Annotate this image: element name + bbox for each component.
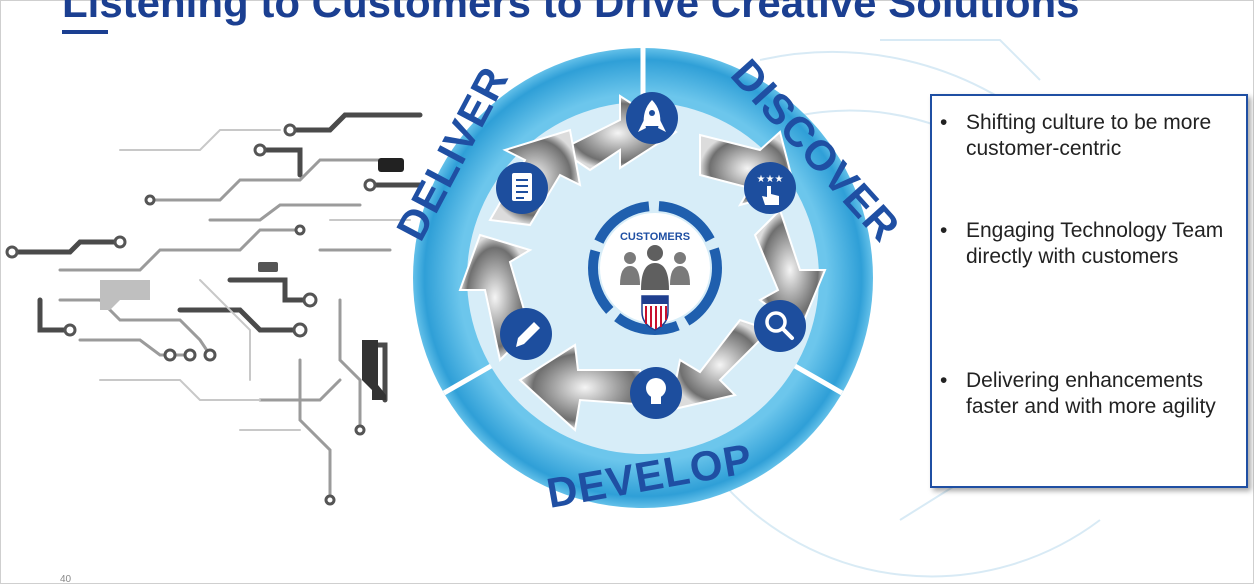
arrow-segment-5 bbox=[518, 343, 652, 432]
bullet-marker: • bbox=[940, 111, 948, 134]
circuit-blocks bbox=[100, 158, 404, 400]
bullet-text: Delivering enhancements faster and with … bbox=[966, 369, 1216, 418]
bullet-item: • Delivering enhancements faster and wit… bbox=[940, 368, 1230, 420]
lightbulb-icon bbox=[630, 367, 682, 419]
bullet-item: • Engaging Technology Team directly with… bbox=[940, 218, 1230, 270]
bullet-text: Engaging Technology Team directly with c… bbox=[966, 219, 1224, 268]
bullet-item: • Shifting culture to be more customer-c… bbox=[940, 110, 1230, 162]
union-pacific-shield-logo bbox=[641, 295, 669, 331]
bullet-marker: • bbox=[940, 219, 948, 242]
magnifier-icon bbox=[754, 300, 806, 352]
svg-text:★★★: ★★★ bbox=[757, 174, 784, 185]
bullet-marker: • bbox=[940, 369, 948, 392]
slide-title: Listening to Customers to Drive Creative… bbox=[62, 0, 1080, 26]
svg-text:Develop: Develop bbox=[468, 505, 532, 526]
customers-group-icon bbox=[620, 245, 690, 290]
title-underline bbox=[62, 30, 108, 34]
circuit-pads bbox=[5, 123, 377, 506]
center-hub: CUSTOMERS bbox=[577, 190, 733, 346]
checklist-icon bbox=[496, 162, 548, 214]
rocket-icon bbox=[626, 92, 678, 144]
pencil-icon bbox=[500, 308, 552, 360]
bullet-text: Shifting culture to be more customer-cen… bbox=[966, 111, 1212, 160]
center-label: CUSTOMERS bbox=[620, 231, 690, 243]
slide-number: 40 bbox=[60, 574, 72, 585]
rating-hand-icon: ★★★ bbox=[744, 162, 796, 214]
develop-watermark: Develop bbox=[468, 505, 532, 526]
bullet-box: • Shifting culture to be more customer-c… bbox=[930, 94, 1248, 488]
